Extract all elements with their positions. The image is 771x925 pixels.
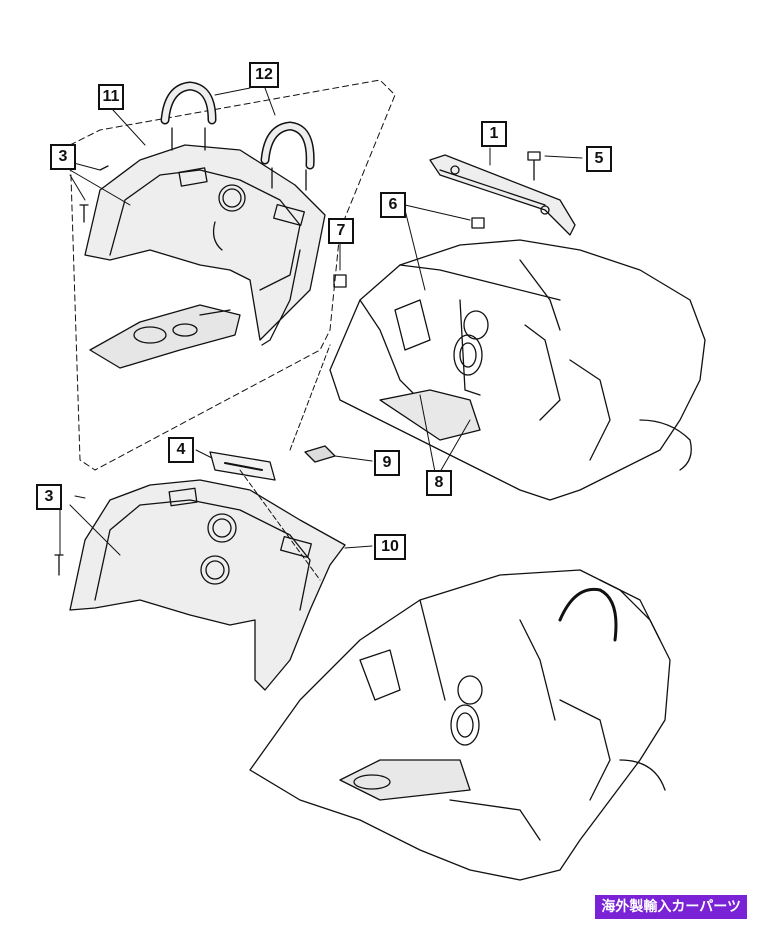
- vehicle-body-upper: [329, 239, 706, 501]
- bolt-5: [527, 151, 541, 181]
- callout-3-lower: 3: [36, 484, 62, 510]
- callout-6: 6: [380, 192, 406, 218]
- header-trim-bar: [429, 154, 576, 236]
- upper-trim-panel: [84, 144, 326, 346]
- callout-5: 5: [586, 146, 612, 172]
- lower-trim-panel: [69, 479, 346, 691]
- watermark-badge: 海外製輸入カーパーツ: [595, 895, 747, 919]
- callout-3-upper: 3: [50, 144, 76, 170]
- callout-10: 10: [374, 534, 406, 560]
- roll-bar-covers: [160, 81, 315, 191]
- callout-8: 8: [426, 470, 452, 496]
- clip-7: [333, 274, 347, 288]
- callout-9: 9: [374, 450, 400, 476]
- callout-1: 1: [481, 121, 507, 147]
- group-outline: [69, 79, 396, 471]
- bolt-6: [471, 217, 485, 229]
- storage-console: [89, 304, 241, 369]
- callout-7: 7: [328, 218, 354, 244]
- screws: [54, 165, 109, 576]
- badge-plate: [209, 451, 276, 481]
- clip-9: [304, 445, 336, 463]
- vehicle-body-lower: [249, 569, 671, 881]
- callout-11: 11: [98, 84, 124, 110]
- callout-12: 12: [249, 62, 279, 88]
- callout-4: 4: [168, 437, 194, 463]
